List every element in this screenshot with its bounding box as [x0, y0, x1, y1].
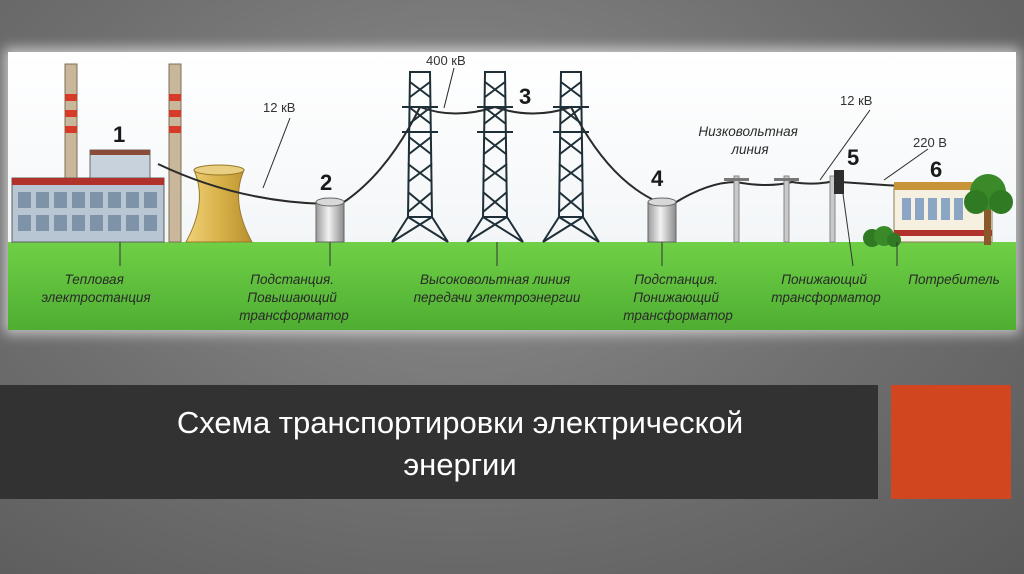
tower-3 — [542, 71, 600, 243]
power-plant — [11, 63, 253, 243]
label-number-5: 5 — [847, 145, 859, 170]
tower-1 — [391, 71, 449, 243]
transport-diagram: 1 2 3 4 5 6 12 кВ 400 кВ 12 кВ 220 В Низ… — [8, 52, 1016, 330]
substation-step-up — [315, 197, 345, 243]
voltage-400kv: 400 кВ — [426, 53, 466, 68]
caption-pointers — [119, 193, 898, 267]
callout-lines — [262, 67, 929, 189]
voltage-220v: 220 В — [913, 135, 947, 150]
caption-step-down-transformer: Понижающий трансформатор — [771, 272, 881, 305]
bush — [863, 226, 901, 247]
step-down-transformer — [834, 170, 844, 194]
caption-power-plant: Тепловая электростанция — [41, 272, 150, 305]
label-number-2: 2 — [320, 170, 332, 195]
diagram-canvas: 1 2 3 4 5 6 12 кВ 400 кВ 12 кВ 220 В Низ… — [8, 52, 1016, 330]
label-number-4: 4 — [651, 166, 664, 191]
caption-consumer: Потребитель — [908, 272, 1000, 287]
slide-title-line-2: энергии — [403, 447, 517, 482]
voltage-12kv-right: 12 кВ — [840, 93, 872, 108]
tower-2 — [466, 71, 524, 243]
label-number-3: 3 — [519, 84, 531, 109]
ground — [8, 242, 1016, 330]
voltage-12kv-left: 12 кВ — [263, 100, 295, 115]
low-voltage-line-label: Низковольтная линия — [698, 124, 801, 157]
slide-title: Схема транспортировки электрической энер… — [80, 402, 840, 486]
caption-substation-step-down: Подстанция. Понижающий трансформатор — [623, 272, 733, 323]
title-band — [0, 385, 878, 499]
label-number-6: 6 — [930, 157, 942, 182]
accent-block — [891, 385, 1011, 499]
low-voltage-poles — [724, 175, 836, 243]
tree — [964, 174, 1013, 245]
caption-hv-line: Высоковольтная линия передачи электроэне… — [414, 272, 581, 305]
slide-title-line-1: Схема транспортировки электрической — [176, 405, 744, 440]
label-number-1: 1 — [113, 122, 125, 147]
caption-substation-step-up: Подстанция. Повышающий трансформатор — [239, 272, 349, 323]
hv-towers — [391, 71, 600, 243]
consumer-house — [893, 182, 993, 243]
substation-step-down — [647, 197, 677, 243]
